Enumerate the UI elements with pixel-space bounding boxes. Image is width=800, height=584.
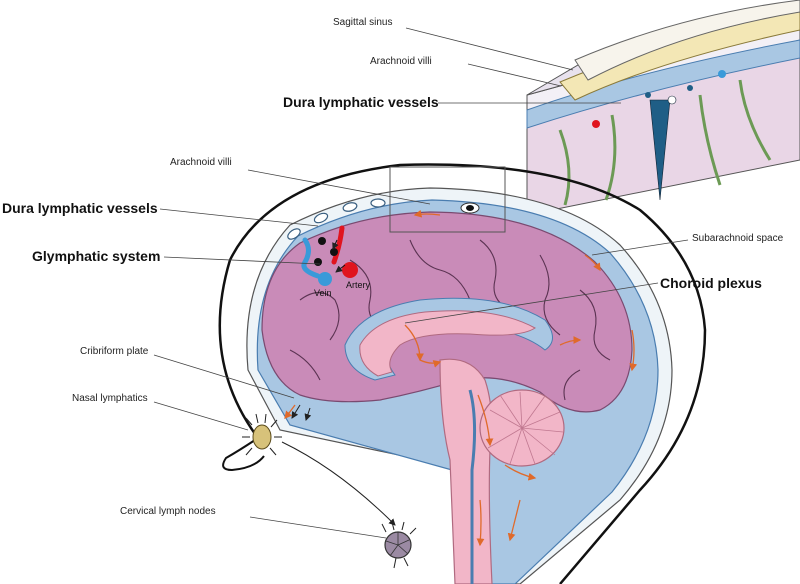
label-choroid-plexus: Choroid plexus: [660, 275, 762, 291]
vein-circle: [318, 272, 332, 286]
label-dura-lymphatic-inset: Dura lymphatic vessels: [283, 94, 439, 110]
csf-flow-arrows: [284, 209, 638, 547]
label-vein: Vein: [314, 288, 332, 298]
head-outline: [218, 163, 707, 584]
label-nasal-lymphatics: Nasal lymphatics: [72, 393, 148, 404]
artery-circle: [342, 262, 358, 278]
inset-zoom-box: [389, 166, 506, 233]
label-cervical-lymph-nodes: Cervical lymph nodes: [120, 506, 216, 517]
label-dura-lymphatic-main: Dura lymphatic vessels: [2, 200, 158, 216]
label-subarachnoid-space: Subarachnoid space: [692, 233, 784, 244]
drainage-arrows: [281, 404, 396, 526]
nasal-lymphatics-icon: [242, 413, 282, 456]
cervical-lymph-node-icon: [381, 521, 417, 569]
corpus-callosum: [359, 310, 536, 377]
face-outline: [222, 437, 265, 472]
brainstem: [439, 358, 493, 584]
glymphatic-vessels: [301, 225, 358, 286]
leader-lines: [153, 27, 689, 539]
label-artery: Artery: [346, 280, 371, 290]
label-arachnoid-villi-main: Arachnoid villi: [170, 157, 232, 168]
cerebellum: [479, 389, 565, 467]
label-sagittal-sinus: Sagittal sinus: [333, 17, 393, 28]
label-arachnoid-villi-inset: Arachnoid villi: [370, 56, 432, 67]
label-glymphatic-system: Glymphatic system: [32, 248, 161, 264]
label-cribriform-plate: Cribriform plate: [80, 346, 149, 357]
inset-block: [526, 0, 800, 216]
